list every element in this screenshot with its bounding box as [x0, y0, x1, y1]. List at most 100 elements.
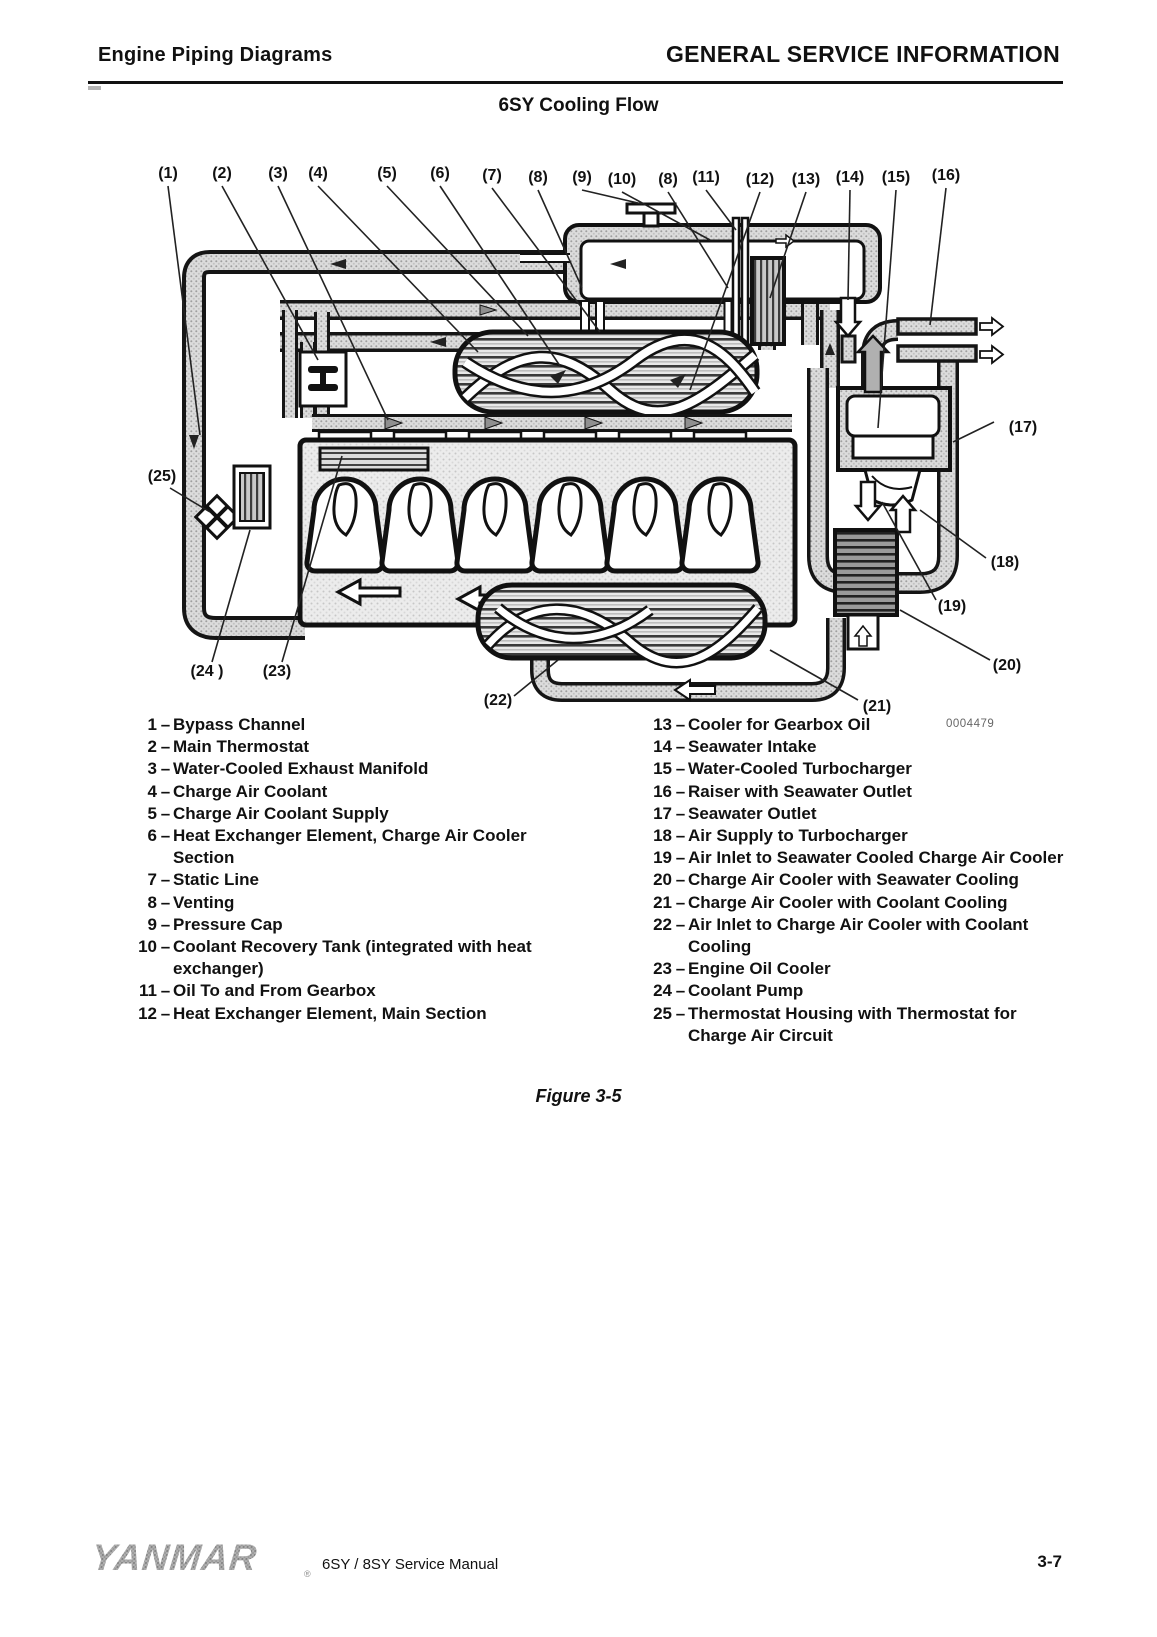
charge-air-cooler-coolant: [475, 582, 768, 702]
flow-arrow: [853, 624, 873, 647]
legend-item-15: 15–Water-Cooled Turbocharger: [646, 758, 1066, 780]
legend-item-dash: –: [675, 870, 686, 890]
cylinder: [604, 476, 686, 574]
legend-item-dash: –: [675, 803, 686, 823]
legend-item-number: 23: [653, 959, 672, 979]
legend-item-2: 2–Main Thermostat: [131, 736, 583, 758]
legend-item-dash: –: [675, 892, 686, 912]
diagram-title: 6SY Cooling Flow: [498, 95, 659, 116]
legend-item-text: Charge Air Cooler with Seawater Cooling: [688, 870, 1019, 890]
legend-item-dash: –: [160, 914, 171, 934]
footer-manual-title: 6SY / 8SY Service Manual: [322, 1556, 499, 1573]
flow-arrow: [584, 416, 604, 430]
legend-item-text: Heat Exchanger Element, Main Section: [173, 1003, 487, 1023]
legend-item-number: 4: [147, 781, 157, 801]
seawater-outlet-arrow: [979, 344, 1005, 365]
callout-label: (6): [430, 165, 450, 182]
callout-label: (20): [993, 657, 1021, 674]
legend-item-11: 11–Oil To and From Gearbox: [131, 980, 583, 1002]
callout-label: (18): [991, 554, 1019, 571]
leader-lines: [167, 185, 995, 701]
legend-item-text: Static Line: [173, 870, 259, 890]
legend-item-22: 22–Air Inlet to Charge Air Cooler with C…: [646, 914, 1066, 958]
legend-item-text: Seawater Outlet: [688, 803, 817, 823]
legend-item-24: 24–Coolant Pump: [646, 980, 1066, 1002]
legend-item-dash: –: [160, 759, 171, 779]
callout-label: (13): [792, 171, 820, 188]
flow-arrow: [550, 370, 566, 384]
legend-item-dash: –: [160, 981, 171, 1001]
legend-item-number: 9: [147, 914, 157, 934]
callout-label: (16): [932, 167, 960, 184]
legend-item-dash: –: [160, 737, 171, 757]
legend-item-14: 14–Seawater Intake: [646, 736, 1066, 758]
legend-item-dash: –: [675, 1003, 686, 1023]
legend-item-23: 23–Engine Oil Cooler: [646, 958, 1066, 980]
header-rule: [88, 81, 1063, 84]
legend-item-dash: –: [160, 892, 171, 912]
registered-mark: ®: [304, 1569, 311, 1579]
legend-item-4: 4–Charge Air Coolant: [131, 781, 583, 803]
flow-arrow: [384, 416, 404, 430]
callout-label: (2): [212, 165, 232, 182]
legend-item-number: 16: [653, 781, 672, 801]
callout-label: (25): [148, 468, 176, 485]
legend-item-dash: –: [675, 826, 686, 846]
callout-label: (14): [836, 169, 864, 186]
air-inlet-arrow: [853, 480, 883, 522]
legend-item-text: Bypass Channel: [173, 715, 306, 734]
callout-label: (9): [572, 169, 592, 186]
legend-item-21: 21–Charge Air Cooler with Coolant Coolin…: [646, 892, 1066, 914]
legend-item-25: 25–Thermostat Housing with Thermostat fo…: [646, 1003, 1066, 1047]
legend-item-text: Water-Cooled Exhaust Manifold: [173, 759, 429, 779]
seawater-outlet-arrow: [979, 316, 1005, 337]
legend-item-text: Raiser with Seawater Outlet: [688, 781, 912, 801]
cylinder: [679, 476, 761, 574]
cylinder: [529, 476, 611, 574]
callout-labels: (1) (2) (3) (4) (5) (6) (7) (8) (9) (10)…: [148, 165, 1037, 715]
callout-label: (23): [263, 663, 291, 680]
legend-item-text: Seawater Intake: [688, 737, 817, 757]
legend-item-9: 9–Pressure Cap: [131, 914, 583, 936]
callout-label: (1): [158, 165, 178, 182]
legend-item-12: 12–Heat Exchanger Element, Main Section: [131, 1003, 583, 1025]
callout-label: (19): [938, 598, 966, 615]
legend-item-10: 10–Coolant Recovery Tank (integrated wit…: [131, 936, 583, 980]
coolant-recovery-tank: [520, 202, 882, 385]
legend-item-number: 10: [138, 937, 157, 957]
cylinder: [379, 476, 461, 574]
air-supply-arrow: [888, 494, 918, 534]
legend-item-number: 2: [147, 737, 157, 757]
callout-label: (15): [882, 169, 910, 186]
legend-item-text: Charge Air Coolant Supply: [173, 803, 389, 823]
legend-item-dash: –: [160, 715, 171, 734]
legend-item-5: 5–Charge Air Coolant Supply: [131, 803, 583, 825]
cooling-flow-diagram: (1) (2) (3) (4) (5) (6) (7) (8) (9) (10)…: [148, 165, 1037, 715]
logo-text: YANMAR: [92, 1536, 259, 1578]
callout-label: (24 ): [191, 663, 224, 680]
legend-item-dash: –: [160, 826, 171, 846]
legend-item-16: 16–Raiser with Seawater Outlet: [646, 781, 1066, 803]
image-code: 0004479: [946, 718, 995, 730]
legend-item-text: Thermostat Housing with Thermostat for C…: [688, 1003, 1017, 1045]
legend-item-7: 7–Static Line: [131, 869, 583, 891]
turbocharger-assembly: [833, 296, 952, 534]
legend-item-number: 22: [653, 914, 672, 934]
header-rule-artifact: [88, 86, 101, 90]
cylinder: [454, 476, 536, 574]
legend-item-text: Engine Oil Cooler: [688, 959, 831, 979]
legend-item-number: 17: [653, 803, 672, 823]
seawater-intake: [833, 296, 863, 364]
legend-item-dash: –: [160, 803, 171, 823]
legend-item-text: Oil To and From Gearbox: [173, 981, 376, 1001]
legend-item-dash: –: [675, 715, 686, 734]
flow-arrow: [673, 678, 716, 702]
flow-arrow: [775, 233, 796, 249]
thermostat-housing-charge-air: [193, 493, 241, 541]
figure-caption: Figure 3-5: [535, 1086, 622, 1106]
main-thermostat: [298, 350, 348, 408]
legend-item-number: 5: [147, 803, 157, 823]
flow-arrow: [484, 416, 504, 430]
